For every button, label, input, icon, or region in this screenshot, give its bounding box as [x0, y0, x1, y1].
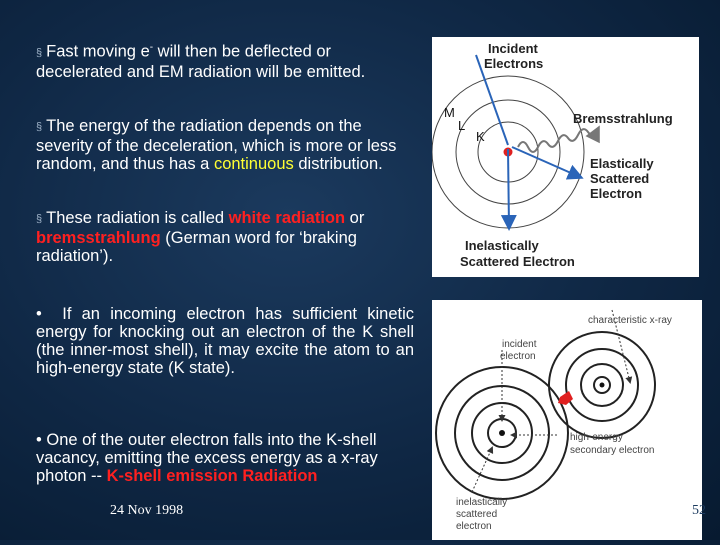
incident-label-2: Electrons — [484, 56, 543, 71]
shell-l-label: L — [458, 118, 465, 133]
bullet-icon: § — [36, 46, 43, 59]
k-shell-emission-highlight: K-shell emission Radiation — [106, 467, 318, 485]
red-electron-marker — [558, 391, 573, 405]
bremsstrahlung-wave — [517, 125, 600, 153]
k-shell-emission-figure: characteristic x-ray incident electron h… — [432, 300, 702, 540]
incident-label-1: Incident — [488, 41, 539, 56]
char-xray-label: characteristic x-ray — [588, 315, 672, 326]
bremsstrahlung-label: Bremsstrahlung — [573, 111, 673, 126]
bremsstrahlung-diagram: M L K Incident Electrons Bremsstrahlung … — [431, 41, 673, 269]
white-radiation-highlight: white radiation — [228, 209, 346, 227]
high-energy-label-2: secondary electron — [570, 445, 655, 456]
bullet-icon: • — [36, 431, 42, 449]
shell-k-label: K — [476, 129, 485, 144]
inelastic-arrow — [500, 148, 517, 231]
paragraph-energy: §The energy of the radiation depends on … — [36, 117, 416, 173]
bullet-icon: • — [36, 305, 42, 323]
incident-label-2: electron — [500, 351, 536, 362]
incident-label-1: incident — [502, 339, 537, 350]
p2-text-2: distribution. — [293, 155, 383, 173]
inelastic-label-1: Inelastically — [465, 238, 539, 253]
p1-text-2: will then be deflected or decelerated an… — [36, 42, 366, 81]
paragraph-fast-electrons: §Fast moving e- will then be deflected o… — [36, 39, 416, 81]
p1-superscript: - — [149, 42, 154, 53]
k-shell-diagram: characteristic x-ray incident electron h… — [435, 309, 672, 532]
inelastic-label-3: electron — [456, 521, 492, 532]
p2-text: The energy of the radiation depends on t… — [36, 117, 397, 173]
xray-path — [611, 309, 633, 384]
upper-atom — [548, 331, 656, 439]
bremsstrahlung-highlight: bremsstrahlung — [36, 229, 161, 247]
bullet-icon: § — [36, 121, 43, 133]
paragraph-k-shell-emission: • One of the outer electron falls into t… — [36, 431, 414, 485]
inelastic-label-2: scattered — [456, 509, 497, 520]
high-energy-label-1: high-energy — [570, 432, 623, 443]
elastic-arrow — [511, 146, 584, 180]
paragraph-k-shell-excitation: • If an incoming electron has sufficient… — [36, 305, 414, 377]
slide-date: 24 Nov 1998 — [110, 503, 184, 518]
continuous-highlight: continuous — [213, 155, 294, 173]
slide-number: 52 — [692, 503, 706, 518]
inelastic-label-1: inelastically — [456, 497, 507, 508]
bullet-icon: § — [36, 213, 43, 225]
p3-mid: or — [345, 209, 365, 227]
inelastic-label-2: Scattered Electron — [460, 254, 575, 269]
p3-text-2: (German word for ‘braking radiation’). — [36, 229, 357, 265]
p3-text: These radiation is called — [46, 209, 229, 227]
shell-m-label: M — [444, 105, 455, 120]
elastic-label-2: Scattered — [590, 171, 649, 186]
p4-text: If an incoming electron has sufficient k… — [36, 305, 415, 377]
p5-text: One of the outer electron falls into the… — [36, 431, 378, 485]
elastic-label-1: Elastically — [590, 156, 654, 171]
elastic-label-3: Electron — [590, 186, 642, 201]
inelastic-path — [471, 446, 494, 493]
paragraph-white-radiation: §These radiation is called white radiati… — [36, 209, 431, 265]
incident-electron-arrow — [475, 54, 509, 146]
p1-text: Fast moving e — [46, 42, 150, 61]
bremsstrahlung-figure: M L K Incident Electrons Bremsstrahlung … — [431, 37, 699, 277]
